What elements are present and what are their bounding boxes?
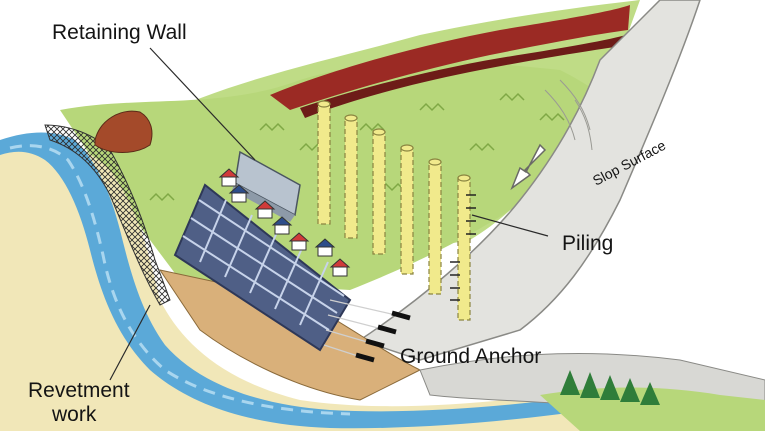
house [329, 258, 351, 277]
pile [317, 100, 331, 225]
retaining-wall-leader [149, 47, 256, 161]
cliff-band [270, 5, 630, 110]
ground-anchors [323, 299, 411, 363]
pile [428, 158, 442, 295]
sand-bank [0, 141, 765, 431]
pile-arrows [450, 194, 476, 301]
house [254, 200, 276, 219]
piling-leader [471, 214, 549, 237]
rock-mound [94, 110, 153, 153]
ground-anchor-label: Ground Anchor [400, 345, 541, 368]
pile [457, 174, 471, 321]
house [271, 216, 293, 235]
piling-label: Piling [562, 232, 613, 255]
lower-grass [540, 387, 765, 431]
slope-arrow-icon [510, 143, 547, 191]
cliff-band-shade [300, 35, 626, 118]
revetment-leader [109, 304, 151, 381]
slope-hatching [544, 79, 593, 151]
house [218, 168, 240, 187]
house [288, 232, 310, 251]
river-highlight [9, 144, 351, 416]
house [228, 184, 250, 203]
leader-lines [109, 47, 549, 381]
slope-surface [358, 0, 701, 361]
revetment-label-line1: Revetment [28, 379, 130, 402]
trees [560, 370, 660, 405]
pile [344, 114, 358, 239]
revetment-label-line2: work [51, 403, 97, 426]
pile [400, 144, 414, 275]
pile [372, 128, 386, 255]
retaining-wall-label: Retaining Wall [52, 21, 187, 44]
piles [317, 100, 471, 321]
houses [218, 168, 351, 277]
slope-protection-grid [173, 183, 352, 352]
house [314, 238, 336, 257]
river [0, 132, 590, 429]
